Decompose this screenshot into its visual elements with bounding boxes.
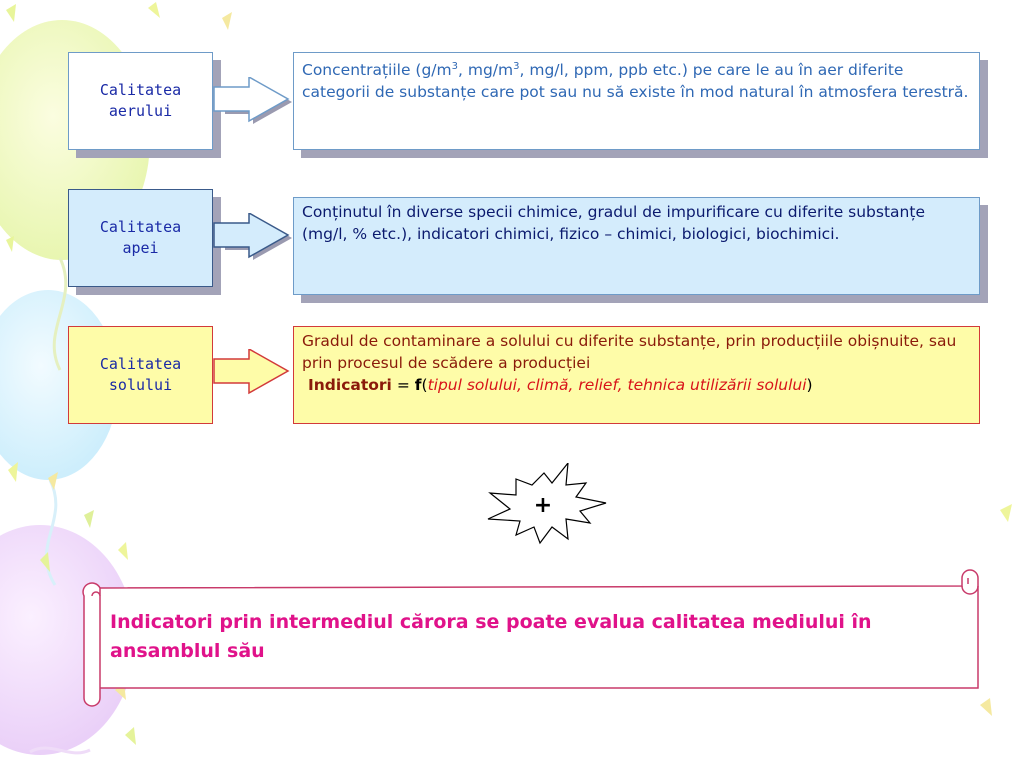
water-quality-label: Calitatea apei xyxy=(68,189,213,287)
water-arrow xyxy=(213,213,292,260)
confetti xyxy=(118,542,128,560)
summary-scroll xyxy=(82,569,979,707)
confetti xyxy=(6,236,14,252)
confetti xyxy=(980,698,992,716)
air-quality-label-text: Calitatea aerului xyxy=(99,81,182,120)
confetti xyxy=(6,4,16,22)
soil-indicators-formula: Indicatori = f(tipul solului, climă, rel… xyxy=(308,376,813,394)
water-quality-description: Conținutul în diverse specii chimice, gr… xyxy=(293,197,980,295)
air-arrow xyxy=(213,77,292,124)
air-quality-label: Calitatea aerului xyxy=(68,52,213,150)
balloon-string xyxy=(44,479,58,586)
confetti xyxy=(222,12,232,30)
plus-sign: + xyxy=(533,493,553,518)
confetti xyxy=(84,510,94,528)
soil-quality-description: Gradul de contaminare a solului cu difer… xyxy=(293,326,980,424)
confetti xyxy=(125,727,136,745)
air-quality-description: Concentrațiile (g/m3, mg/m3, mg/l, ppm, … xyxy=(293,52,980,150)
balloon-string xyxy=(29,746,91,755)
soil-arrow xyxy=(213,349,290,395)
balloon-string xyxy=(52,257,68,371)
confetti xyxy=(40,552,50,572)
confetti xyxy=(8,462,18,482)
water-quality-label-text: Calitatea apei xyxy=(99,218,182,257)
confetti xyxy=(148,2,160,18)
plus-burst-shape xyxy=(487,463,607,545)
soil-quality-label: Calitatea solului xyxy=(68,326,213,424)
confetti xyxy=(1000,504,1012,522)
summary-text: Indicatori prin intermediul cărora se po… xyxy=(110,611,872,662)
confetti xyxy=(48,472,58,490)
soil-quality-label-text: Calitatea solului xyxy=(99,355,182,394)
balloon-purple xyxy=(0,525,135,755)
